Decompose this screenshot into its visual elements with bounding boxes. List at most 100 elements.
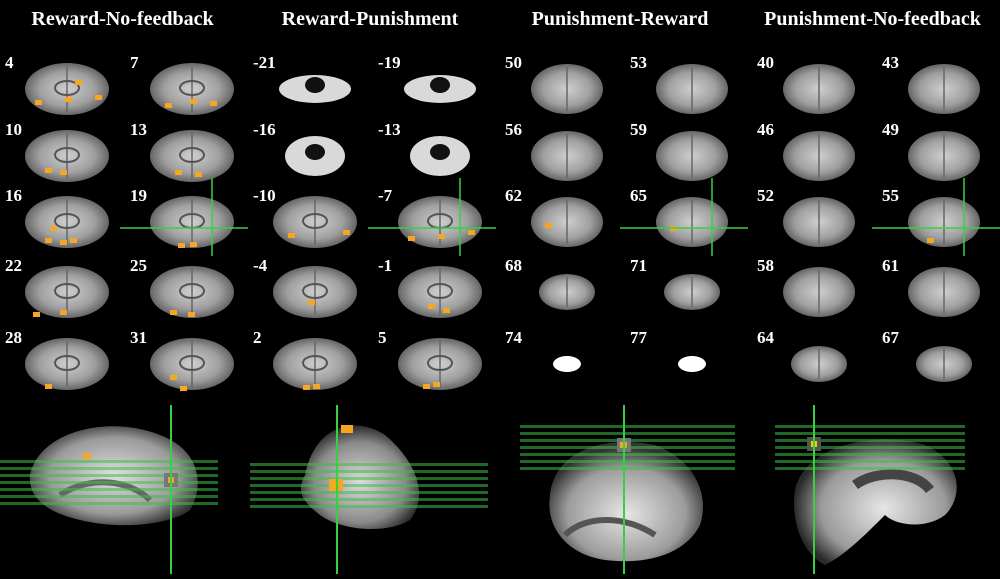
axial-slice: 62 [505,186,623,252]
brain-slice-image [120,178,248,256]
sagittal-view-1 [0,405,245,574]
axial-slice: -16 [253,120,371,186]
brain-slice-image [273,196,357,248]
slice-number-label: 25 [130,256,147,275]
slice-number-label: 2 [253,328,262,347]
slice-number-label: 31 [130,328,147,347]
activation-cluster [195,172,202,177]
activation-cluster [70,238,77,243]
axial-slice: 50 [505,53,623,119]
brain-slice-image [791,346,847,382]
axial-slice: 68 [505,256,623,322]
axial-slice: 19 [120,178,248,256]
brain-slice-image [25,266,109,318]
axial-slice: 5 [378,328,496,394]
slice-number-label: -21 [253,53,276,72]
activation-cluster [170,375,177,380]
axial-slice: 7 [130,53,248,119]
activation-cluster [927,238,934,243]
slice-number-label: 43 [882,53,899,72]
activation-cluster [210,101,217,106]
activation-cluster [45,384,52,389]
activation-cluster [60,310,67,315]
axial-slice: -7 [368,178,496,256]
slice-number-label: 22 [5,256,22,275]
brain-slice-image [783,197,855,247]
axial-slice: 43 [882,53,1000,119]
brain-slice-image [531,64,603,114]
activation-cluster [313,384,320,389]
brain-slice-image [368,178,496,256]
slice-number-label: 4 [5,53,14,72]
activation-cluster [190,99,197,104]
slice-number-label: 13 [130,120,147,139]
brain-slice-image [398,266,482,318]
activation-cluster [175,170,182,175]
axial-slice: 16 [5,186,123,252]
brain-slice-image [908,131,980,181]
axial-slice: 61 [882,256,1000,322]
activation-cluster [60,240,67,245]
activation-cluster [443,308,450,313]
sagittal-brain-image [250,405,488,574]
slice-number-label: 46 [757,120,774,139]
axial-slice: 49 [882,120,1000,186]
slice-number-label: -7 [378,186,393,205]
axial-slice: 28 [5,328,123,394]
brain-slice-image [783,267,855,317]
axial-slice: 22 [5,256,123,322]
brain-slice-image [872,178,1000,256]
brain-slice-image [664,274,720,310]
brain-slice-image [25,338,109,390]
brain-slice-image [279,75,351,103]
panel-punishment-reward: Punishment-Reward [495,0,745,574]
slice-number-label: 10 [5,120,22,139]
brain-slice-image [25,130,109,182]
brain-slice-image [25,63,109,115]
slice-number-label: 77 [630,328,647,347]
activation-cluster [180,386,187,391]
brain-slice-image [150,63,234,115]
brain-slice-image [404,75,476,103]
slice-number-label: -19 [378,53,401,72]
axial-slice: -19 [378,53,496,119]
slice-number-label: 53 [630,53,647,72]
axial-slice: -4 [253,256,371,322]
panel-title: Punishment-No-feedback [764,8,981,30]
brain-slice-image [620,178,748,256]
sagittal-brain-image [520,405,735,574]
panel-reward-no-feedback: Reward-No-feedback [0,0,245,574]
brain-slice-image [273,266,357,318]
brain-slice-image [531,131,603,181]
brain-slice-image [150,338,234,391]
brain-slice-image [908,267,980,317]
brain-slice-image [553,356,581,372]
brain-slice-image [908,64,980,114]
slice-number-label: 62 [505,186,522,205]
brain-slice-image [25,196,109,248]
slice-number-label: 28 [5,328,22,347]
activation-cluster [188,312,195,317]
slice-number-label: 67 [882,328,899,347]
brain-slice-image [150,130,234,182]
brain-slice-image [410,136,470,176]
sagittal-view-3 [495,405,745,574]
sagittal-brain-image [775,405,965,574]
slice-number-label: -10 [253,186,276,205]
axial-slice: 10 [5,120,123,186]
axial-slice: 55 [872,178,1000,256]
activation-cluster [170,310,177,315]
brain-slice-image [783,131,855,181]
axial-slice: 77 [630,328,748,394]
slice-number-label: 5 [378,328,387,347]
slice-number-label: 40 [757,53,774,72]
axial-slice: -10 [253,186,371,252]
axial-slice: 65 [620,178,748,256]
activation-cluster [33,312,40,317]
axial-slice: -1 [378,256,496,322]
axial-slice: 59 [630,120,748,186]
slice-number-label: 56 [505,120,522,139]
axial-slice: 64 [757,328,875,394]
brain-slice-image [273,338,357,390]
activation-cluster [438,234,445,239]
